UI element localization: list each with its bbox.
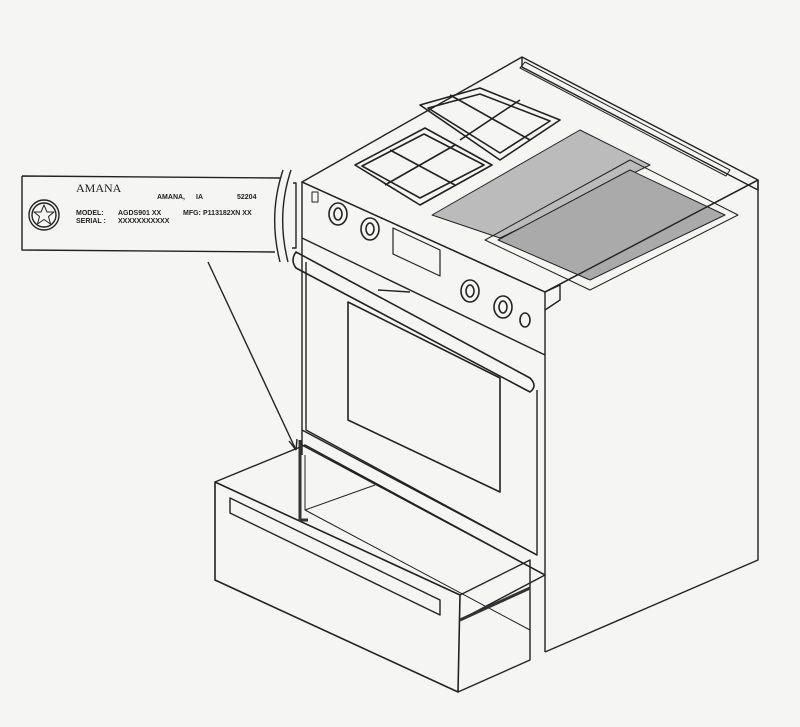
- serial-label-plate: [21, 169, 297, 263]
- star-seal-icon: [28, 199, 60, 231]
- label-mfg-value: P113182XN XX: [203, 210, 252, 217]
- label-zip: 52204: [237, 194, 257, 201]
- leader-arrow: [207, 261, 297, 451]
- oven-door-handle: [292, 251, 535, 393]
- label-serial-value: XXXXXXXXXXX: [118, 218, 170, 225]
- cooktop: [301, 56, 759, 293]
- label-serial-caption: SERIAL :: [76, 218, 106, 225]
- oven-body: [292, 179, 759, 653]
- storage-drawer: [214, 440, 546, 693]
- label-model-value: AGDS901 XX: [118, 210, 162, 217]
- clock-display: [392, 227, 441, 277]
- oven-window: [347, 301, 501, 493]
- burner-grate: [354, 87, 561, 206]
- griddle: [431, 129, 739, 291]
- label-model-caption: MODEL:: [76, 210, 104, 217]
- label-brand: AMANA: [76, 181, 122, 195]
- label-city: AMANA,: [157, 194, 185, 201]
- control-knob-icon: [328, 202, 531, 328]
- label-state: IA: [196, 194, 203, 201]
- label-mfg-caption: MFG:: [183, 210, 201, 217]
